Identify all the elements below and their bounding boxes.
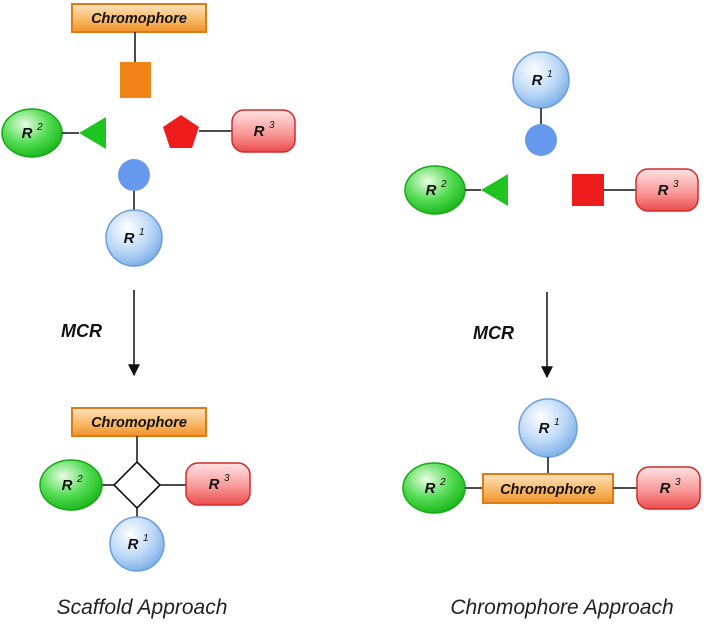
r1-superscript: 1 (139, 227, 145, 238)
blue-dot-group (118, 159, 150, 191)
r3-node-right: R 3 (635, 168, 699, 212)
green-triangle-group (481, 174, 508, 206)
green-triangle-group (79, 117, 106, 149)
r1-label: R (124, 230, 135, 247)
r2-superscript: 2 (440, 179, 447, 190)
r2-superscript: 2 (76, 474, 83, 485)
r3-label: R (660, 480, 671, 497)
caption-chromophore-approach: Chromophore Approach (450, 596, 673, 619)
r1-label: R (128, 536, 139, 553)
r1-superscript: 1 (143, 533, 149, 544)
r1-node-product-right: R 1 (518, 398, 578, 458)
r1-label: R (532, 72, 543, 89)
r3-superscript: 3 (269, 120, 275, 131)
r1-node-right: R 1 (512, 51, 570, 109)
chromophore-box-product-right: Chromophore (482, 473, 614, 504)
mcr-label-left: MCR (61, 321, 102, 341)
red-pentagon-group (163, 115, 199, 148)
r2-label: R (22, 125, 33, 142)
r3-label: R (658, 182, 669, 199)
orange-square-group (120, 62, 151, 98)
chromophore-label: Chromophore (500, 482, 596, 498)
r1-superscript: 1 (554, 417, 560, 428)
mcr-label-right: MCR (473, 323, 514, 343)
chromophore-box-top-left: Chromophore (71, 3, 207, 33)
r3-superscript: 3 (673, 179, 679, 190)
r1-superscript: 1 (547, 69, 553, 80)
blue-dot-group (525, 124, 557, 156)
chromophore-label: Chromophore (91, 11, 187, 27)
chromophore-label: Chromophore (91, 415, 187, 431)
r3-superscript: 3 (675, 477, 681, 488)
r3-superscript: 3 (224, 473, 230, 484)
r2-node-right: R 2 (404, 165, 466, 215)
r2-node-left: R 2 (1, 108, 63, 158)
r1-label: R (539, 420, 550, 437)
r2-node-product-right: R 2 (402, 462, 466, 514)
r3-label: R (209, 476, 220, 493)
r3-node-product-left: R 3 (185, 462, 251, 506)
r2-label: R (62, 477, 73, 494)
r3-node-product-right: R 3 (636, 466, 701, 510)
r2-superscript: 2 (36, 122, 43, 133)
r2-label: R (425, 480, 436, 497)
scaffold-diamond (112, 460, 162, 510)
caption-scaffold-approach: Scaffold Approach (57, 596, 228, 619)
r1-node-left: R 1 (105, 209, 163, 267)
r2-superscript: 2 (439, 477, 446, 488)
red-square-group (572, 174, 604, 206)
chromophore-approach-panel: R 1 R 2 R 3 MCR R 1 (402, 51, 701, 619)
r2-node-product-left: R 2 (39, 459, 103, 511)
r3-node-left: R 3 (231, 109, 296, 153)
r3-label: R (254, 123, 265, 140)
chromophore-box-product-left: Chromophore (71, 407, 207, 437)
r2-label: R (426, 182, 437, 199)
scaffold-approach-panel: Chromophore R 2 R 3 R 1 MCR (1, 3, 296, 619)
r1-node-product-left: R 1 (109, 516, 165, 572)
